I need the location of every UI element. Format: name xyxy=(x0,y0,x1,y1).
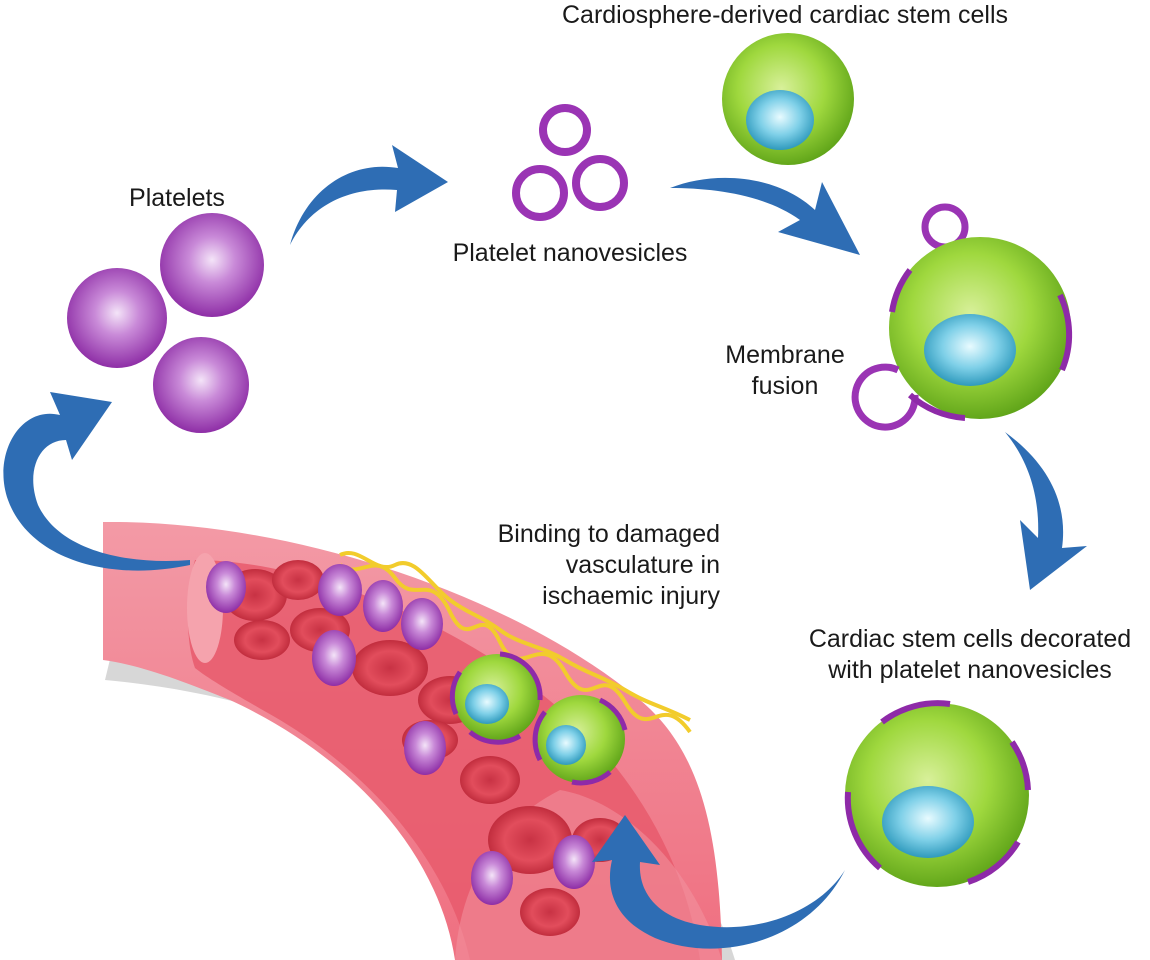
label-decorated: Cardiac stem cells decorated with platel… xyxy=(790,624,1150,686)
vessel-platelet xyxy=(318,564,362,616)
vessel-platelet xyxy=(363,580,403,632)
bound-stem-cell xyxy=(449,651,543,745)
label-stem-cells-text: Cardiosphere-derived cardiac stem cells xyxy=(561,1,1009,29)
vessel-platelet xyxy=(471,851,513,905)
vessel-platelet xyxy=(404,721,446,775)
red-blood-cell xyxy=(460,756,520,804)
decorated-stem-cell xyxy=(844,700,1031,887)
nanovesicle xyxy=(572,155,628,211)
label-fusion-line: fusion xyxy=(751,372,819,400)
platelets-group xyxy=(67,213,264,433)
vessel-platelet xyxy=(312,630,356,686)
arrow-vessel-to-platelets xyxy=(3,392,190,571)
arrow-decorated-to-vessel xyxy=(592,815,845,949)
label-binding-line: Binding to damaged xyxy=(497,520,720,548)
platelet xyxy=(153,337,249,433)
label-binding: Binding to damaged vasculature in ischae… xyxy=(470,519,720,612)
arrow-fusion-to-decorated xyxy=(1005,432,1087,590)
red-blood-cell xyxy=(488,806,572,874)
label-nanovesicles: Platelet nanovesicles xyxy=(430,238,710,269)
source-stem-cell xyxy=(722,33,854,165)
vessel-platelet xyxy=(553,835,595,889)
label-nanovesicles-text: Platelet nanovesicles xyxy=(452,239,688,267)
vessel-platelets xyxy=(206,561,595,905)
nanovesicles-group xyxy=(512,104,628,221)
nanovesicle xyxy=(512,165,568,221)
platelet xyxy=(160,213,264,317)
vessel-stem-cells xyxy=(449,651,628,786)
label-stem-cells: Cardiosphere-derived cardiac stem cells xyxy=(530,0,1040,31)
vessel-platelet xyxy=(206,561,246,613)
arrow-nanovesicles-to-fusion xyxy=(670,177,860,255)
label-platelets: Platelets xyxy=(117,183,237,214)
label-decorated-line: Cardiac stem cells decorated xyxy=(808,625,1132,653)
label-decorated-line: with platelet nanovesicles xyxy=(828,656,1112,684)
vessel-platelet xyxy=(401,598,443,650)
label-fusion-line: Membrane xyxy=(725,341,845,369)
label-binding-line: vasculature in xyxy=(565,551,720,579)
nanovesicle xyxy=(539,104,591,156)
label-binding-line: ischaemic injury xyxy=(542,582,720,610)
red-blood-cell xyxy=(272,560,324,600)
red-blood-cell xyxy=(352,640,428,696)
arrow-platelets-to-nanovesicles xyxy=(290,145,448,245)
fusion-stem-cell xyxy=(851,203,1073,431)
red-blood-cell xyxy=(234,620,290,660)
cycle-arrows xyxy=(3,145,1087,949)
label-fusion: Membrane fusion xyxy=(725,340,845,402)
bound-stem-cell xyxy=(532,695,628,786)
platelet xyxy=(67,268,167,368)
label-platelets-text: Platelets xyxy=(129,184,225,212)
red-blood-cell xyxy=(520,888,580,936)
